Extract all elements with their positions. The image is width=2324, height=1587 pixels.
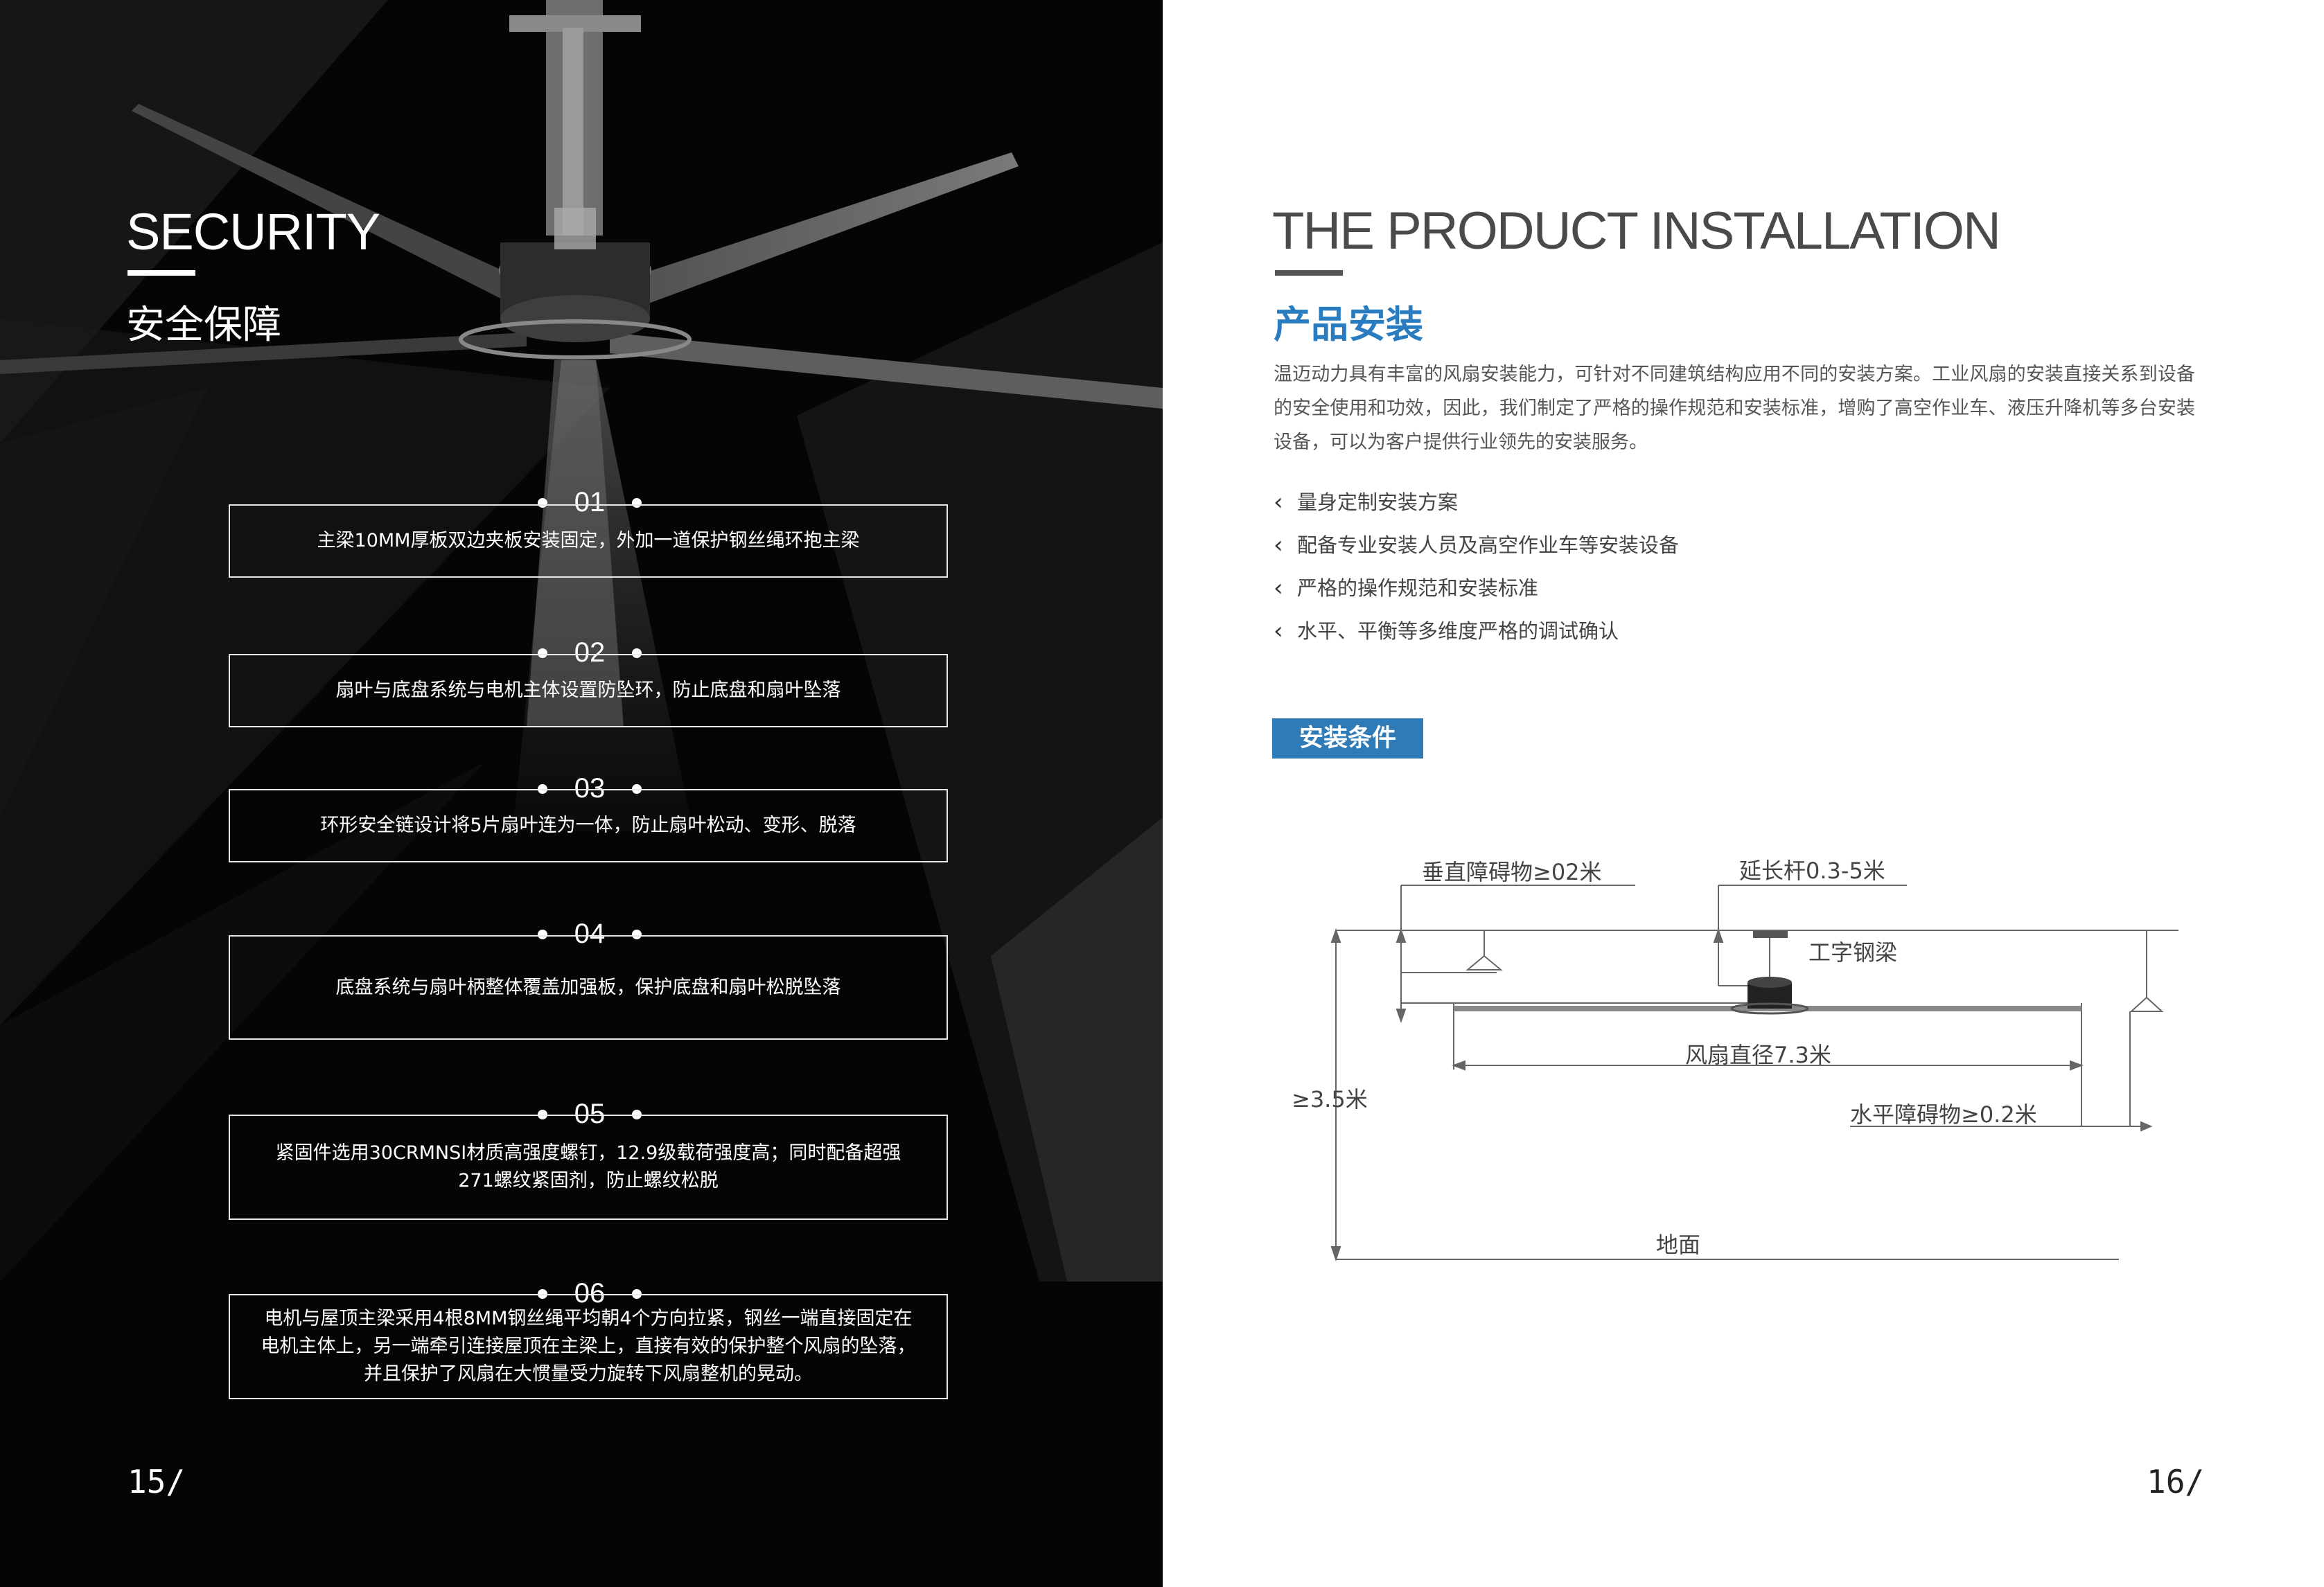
installation-subtitle: 产品安装 <box>1274 303 1423 346</box>
feature-text: 量身定制安装方案 <box>1297 490 1459 514</box>
step-description: 环形安全链设计将5片扇叶连为一体，防止扇叶松动、变形、脱落 <box>229 789 948 862</box>
fan-diameter-label: 风扇直径7.3米 <box>1685 1042 1831 1068</box>
fan-background-illustration <box>0 0 1163 1282</box>
step-description: 主梁10MM厚板双边夹板安装固定，外加一道保护钢丝绳环抱主梁 <box>229 504 948 578</box>
chevron-left-icon: ‹ <box>1274 531 1283 559</box>
ground-label: 地面 <box>1656 1232 1701 1258</box>
feature-text: 水平、平衡等多维度严格的调试确认 <box>1297 619 1619 643</box>
step-number: 01 <box>574 487 606 517</box>
installation-title: THE PRODUCT INSTALLATION <box>1272 202 2001 260</box>
conditions-badge: 安装条件 <box>1272 718 1423 759</box>
title-underline <box>127 270 195 276</box>
dot-icon <box>538 930 547 939</box>
chevron-left-icon: ‹ <box>1274 488 1283 516</box>
dot-icon <box>632 930 642 939</box>
extension-rod-label: 延长杆0.3-5米 <box>1739 858 1885 884</box>
steel-beam-label: 工字钢梁 <box>1808 939 1898 966</box>
vertical-clearance-label: 垂直障碍物≥02米 <box>1422 859 1602 885</box>
step-number-row: 02 <box>229 635 951 670</box>
step-number-row: 06 <box>229 1276 951 1311</box>
step-number-row: 05 <box>229 1097 951 1131</box>
step-number: 02 <box>574 637 606 668</box>
list-item: ‹ 配备专业安装人员及高空作业车等安装设备 <box>1274 528 1679 571</box>
chevron-left-icon: ‹ <box>1274 574 1283 602</box>
step-number-row: 03 <box>229 771 951 806</box>
step-description: 紧固件选用30CRMNSI材质高强度螺钉，12.9级载荷强度高；同时配备超强27… <box>229 1115 948 1220</box>
step-number-row: 04 <box>229 916 951 951</box>
page-number: 16/ <box>2147 1463 2205 1500</box>
list-item: ‹ 严格的操作规范和安装标准 <box>1274 571 1679 614</box>
dot-icon <box>632 648 642 658</box>
title-underline <box>1275 270 1343 276</box>
step-number: 06 <box>574 1278 606 1309</box>
step-description: 扇叶与底盘系统与电机主体设置防坠环，防止底盘和扇叶坠落 <box>229 654 948 727</box>
dot-icon <box>538 648 547 658</box>
step-number: 04 <box>574 919 606 949</box>
left-page: SECURITY 安全保障 01 主梁10MM厚板双边夹板安装固定，外加一道保护… <box>0 0 1163 1587</box>
chevron-left-icon: ‹ <box>1274 617 1283 645</box>
horizontal-clearance-label: 水平障碍物≥0.2米 <box>1850 1101 2037 1128</box>
step-number: 03 <box>574 773 606 804</box>
list-item: ‹ 水平、平衡等多维度严格的调试确认 <box>1274 614 1679 657</box>
feature-text: 配备专业安装人员及高空作业车等安装设备 <box>1297 533 1680 557</box>
step-description: 底盘系统与扇叶柄整体覆盖加强板，保护底盘和扇叶松脱坠落 <box>229 935 948 1040</box>
list-item: ‹ 量身定制安装方案 <box>1274 485 1679 528</box>
height-min-label: ≥3.5米 <box>1292 1086 1368 1112</box>
feature-text: 严格的操作规范和安装标准 <box>1297 576 1539 600</box>
feature-list: ‹ 量身定制安装方案 ‹ 配备专业安装人员及高空作业车等安装设备 ‹ 严格的操作规范和… <box>1274 485 1679 657</box>
page-number: 15/ <box>127 1463 186 1500</box>
step-description: 电机与屋顶主梁采用4根8MM钢丝绳平均朝4个方向拉紧，钢丝一端直接固定在电机主体… <box>229 1294 948 1399</box>
intro-paragraph: 温迈动力具有丰富的风扇安装能力，可针对不同建筑结构应用不同的安装方案。工业风扇的… <box>1274 364 2195 453</box>
security-subtitle: 安全保障 <box>126 303 281 348</box>
security-title: SECURITY <box>126 203 380 260</box>
step-number: 05 <box>574 1099 606 1129</box>
